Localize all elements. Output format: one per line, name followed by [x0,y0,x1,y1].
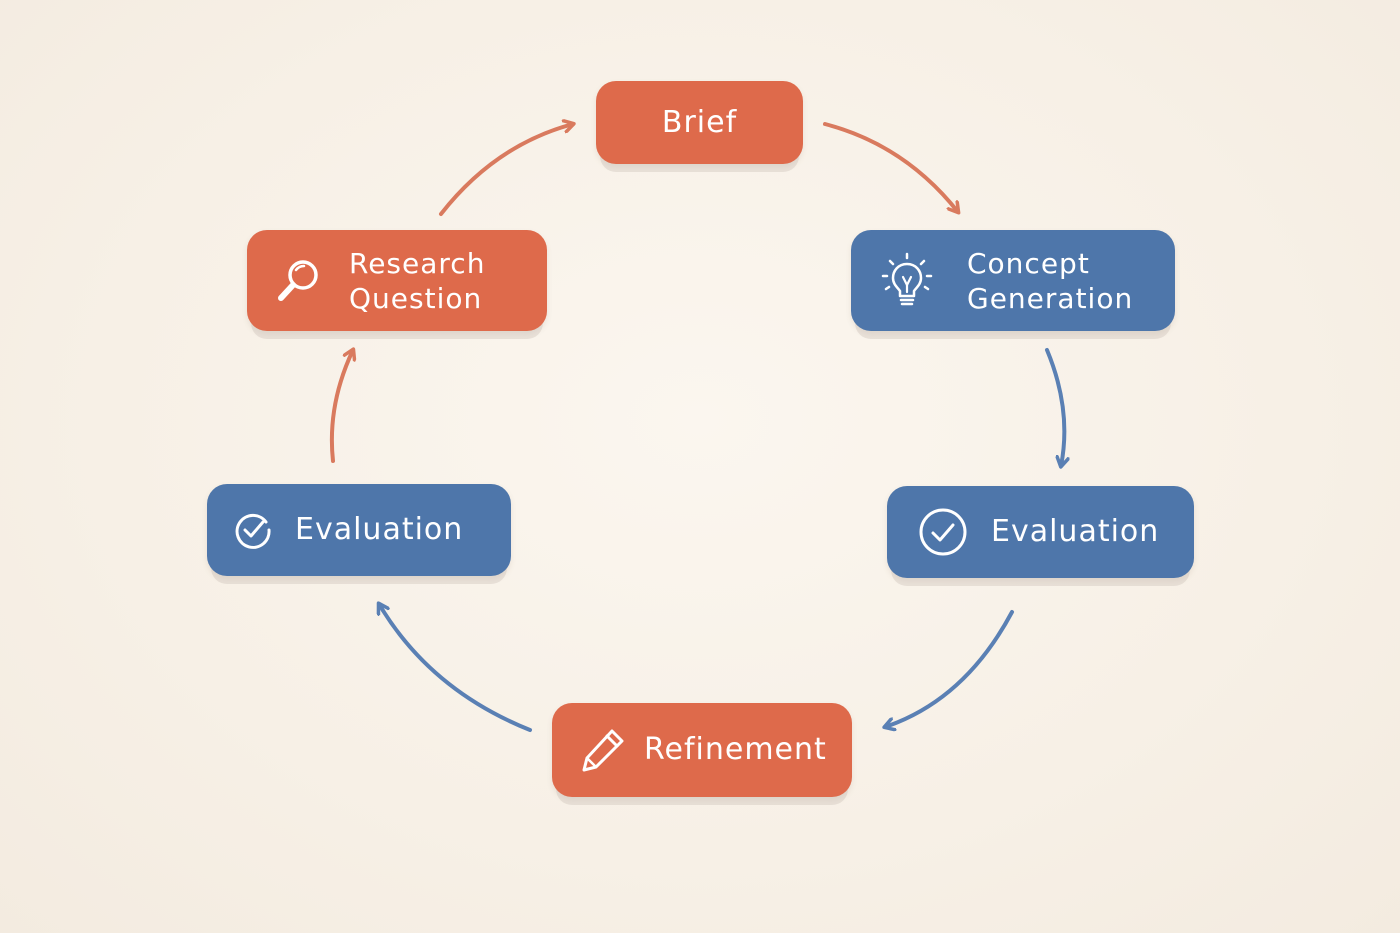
node-concept-generation: Concept Generation [851,230,1175,331]
arrow-brief-to-concept [823,122,958,212]
check-circle-icon [233,510,273,550]
node-brief: Brief [596,81,803,164]
node-refinement-label: Refinement [644,732,827,767]
node-research-question-label: Research Question [349,246,486,315]
node-concept-generation-label: Concept Generation [967,246,1134,315]
node-evaluation-right: Evaluation [887,486,1194,578]
check-circle-icon [917,506,969,558]
magnifier-icon [273,255,325,307]
node-refinement: Refinement [552,703,852,797]
node-research-question: Research Question [247,230,547,331]
arrow-concept-to-eval-right [1045,348,1064,466]
lightbulb-icon [879,252,935,310]
pencil-icon [578,725,628,775]
node-evaluation-right-label: Evaluation [991,514,1160,549]
node-brief-label: Brief [661,104,738,140]
arrow-eval-left-to-research [329,350,353,463]
arrow-refine-to-eval-left [379,604,532,732]
node-evaluation-left-label: Evaluation [295,512,464,547]
node-evaluation-left: Evaluation [207,484,511,576]
arrow-research-to-brief [439,124,573,216]
arrow-eval-right-to-refine [885,610,1014,727]
